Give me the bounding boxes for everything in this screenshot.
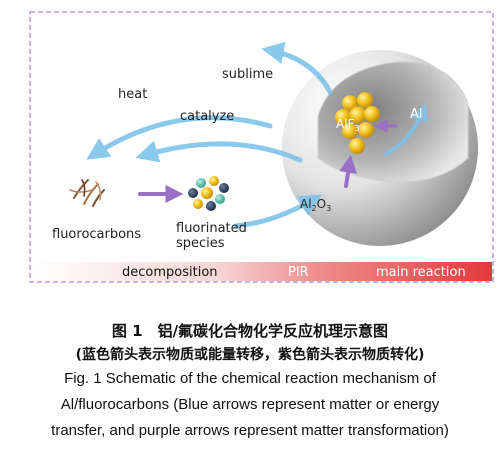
label-sublime: sublime <box>222 67 273 82</box>
heat-arrow <box>86 115 273 160</box>
label-species: species <box>176 236 225 251</box>
caption-zh-title: 图 1 铝/氟碳化合物化学反应机理示意图 <box>111 322 389 340</box>
caption-en-line3: transfer, and purple arrows represent ma… <box>51 422 449 439</box>
caption-en-line1: Fig. 1 Schematic of the chemical reactio… <box>64 370 436 387</box>
diagram-frame <box>29 11 494 283</box>
label-alf3: AlF3 <box>336 117 360 133</box>
al-diffusion-arrow <box>384 102 428 156</box>
catalyze-arrow <box>135 140 303 163</box>
stage-pir: PIR <box>288 265 309 280</box>
stage-bar <box>32 262 492 281</box>
fluorocarbon-fragments <box>69 179 105 207</box>
oxide-to-alf3-arrow <box>339 154 357 188</box>
label-catalyze: catalyze <box>180 109 234 124</box>
alf3-cluster <box>335 92 380 154</box>
caption-en-line2: Al/fluorocarbons (Blue arrows represent … <box>60 396 440 413</box>
label-fluorocarbons: fluorocarbons <box>52 227 141 242</box>
label-heat: heat <box>118 87 147 102</box>
label-al2o3: Al2O3 <box>300 197 331 213</box>
label-al: Al <box>410 107 423 122</box>
mechanism-diagram: decomposition PIR main reaction <box>29 11 494 283</box>
stage-decomposition: decomposition <box>122 265 218 280</box>
species-to-oxide-arrow <box>233 194 322 229</box>
fluorinated-species-cluster <box>188 176 229 211</box>
sublime-arrow <box>261 41 333 95</box>
label-fluorinated: fluorinated <box>176 221 247 236</box>
stage-main-reaction: main reaction <box>376 265 466 280</box>
caption-zh-note: (蓝色箭头表示物质或能量转移，紫色箭头表示物质转化) <box>75 347 425 363</box>
